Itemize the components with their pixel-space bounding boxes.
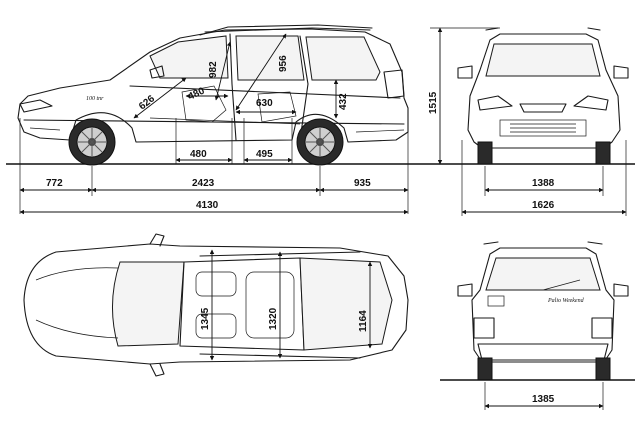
dim-rear-track: 1385: [532, 394, 555, 405]
front-view: 1515 1388 1626: [428, 27, 629, 216]
dim-overall-width: 1626: [532, 200, 555, 211]
rear-view: Palio Weekend 1385: [440, 241, 635, 410]
dim-rear-shoulder: 1320: [268, 307, 279, 330]
dim-front-shoulder: 1345: [200, 307, 211, 330]
dim-overall-length: 4130: [196, 200, 219, 211]
dim-rear-seat-630: 630: [256, 98, 273, 109]
dim-front-overhang: 772: [46, 178, 63, 189]
dim-cargo-width: 1164: [358, 310, 369, 332]
dim-front-track: 1388: [532, 178, 555, 189]
top-view: 1345 1320 1164: [23, 233, 409, 377]
dim-front-headroom: 982: [208, 61, 219, 78]
side-view: 100 tnr 982 956 480 626: [6, 24, 635, 215]
dim-rear-headroom: 956: [278, 55, 289, 72]
dim-cargo-height: 432: [338, 93, 349, 110]
rear-badge: Palio Weekend: [547, 298, 585, 304]
dim-seat-626: 626: [137, 93, 157, 112]
dim-wheelbase: 2423: [192, 178, 215, 189]
dim-floor-480: 480: [190, 149, 207, 160]
dim-overall-height: 1515: [428, 91, 439, 114]
dim-floor-495: 495: [256, 149, 273, 160]
dim-rear-overhang: 935: [354, 178, 371, 189]
svg-text:100 tnr: 100 tnr: [86, 96, 104, 102]
